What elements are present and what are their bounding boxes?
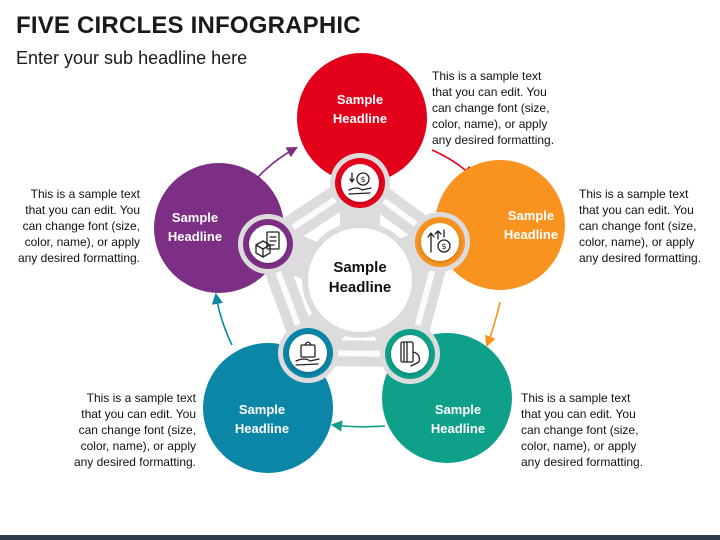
stage-icon-badge-1: $ xyxy=(330,153,390,213)
page-subtitle: Enter your sub headline here xyxy=(16,48,248,68)
stage-icon-badge-2: $ xyxy=(410,212,470,272)
stage-headline-line2: Headline xyxy=(504,227,558,242)
stage-icon-badge-3 xyxy=(380,324,440,384)
package-document-icon xyxy=(255,231,280,258)
hand-money-icon: $ xyxy=(348,172,372,195)
stage-icon-badge-5 xyxy=(238,214,298,274)
stage-headline-line1: Sample xyxy=(508,208,554,223)
stage-headline-line2: Headline xyxy=(333,111,387,126)
center-headline-line2: Headline xyxy=(329,279,392,296)
connector-arrow xyxy=(485,301,501,348)
center-circle xyxy=(308,228,412,332)
stage-headline-line2: Headline xyxy=(431,421,485,436)
stage-headline-line2: Headline xyxy=(168,229,222,244)
svg-text:$: $ xyxy=(441,242,446,251)
stage-headline-line1: Sample xyxy=(337,92,383,107)
bulb-money-icon: $ xyxy=(427,229,451,253)
center-headline-line1: Sample xyxy=(333,259,386,276)
bottom-bar xyxy=(0,535,720,540)
shopping-bag-icon xyxy=(295,341,320,366)
svg-text:$: $ xyxy=(360,175,365,184)
page-title: FIVE CIRCLES INFOGRAPHIC xyxy=(16,12,361,39)
stage-headline-line1: Sample xyxy=(172,210,218,225)
stage-circle-fill xyxy=(435,160,565,290)
stage-circle-fill xyxy=(297,53,427,183)
stage-headline-line2: Headline xyxy=(235,421,289,436)
stage-headline-line1: Sample xyxy=(239,402,285,417)
connector-arrow xyxy=(211,292,233,346)
connector-arrow xyxy=(330,420,386,432)
card-payment-icon xyxy=(400,341,421,367)
stage-icon-badge-4 xyxy=(278,323,338,383)
stage-headline-line1: Sample xyxy=(435,402,481,417)
